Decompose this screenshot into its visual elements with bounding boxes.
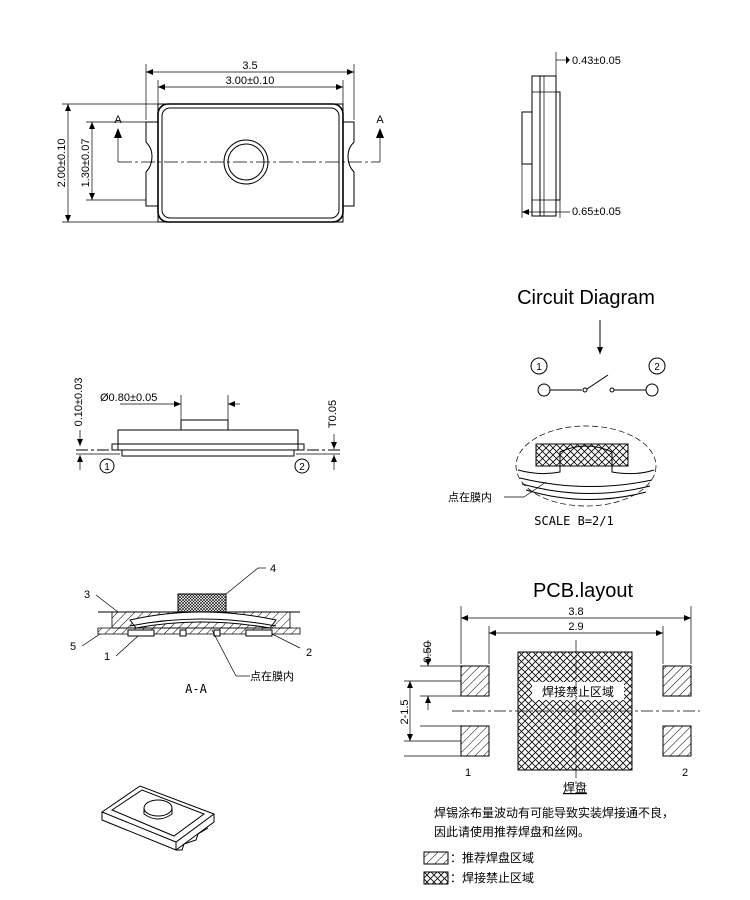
dim-top: 0.43±0.05 bbox=[572, 55, 621, 67]
section-callout-dot: 点在膜内 bbox=[250, 669, 294, 683]
section-label: A-A bbox=[185, 682, 207, 696]
section-mark-right: A bbox=[376, 114, 384, 126]
section-mark-left: A bbox=[114, 114, 122, 126]
pcb-dim-outer: 3.8 bbox=[568, 606, 583, 618]
pcb-note-line2: 因此请使用推荐焊盘和丝网。 bbox=[434, 824, 590, 839]
pcb-pin1: 1 bbox=[465, 767, 471, 779]
front-view: Ø0.80±0.05 0.10±0.03 T0.05 1 2 bbox=[73, 378, 340, 474]
pcb-dim-pitch: 2-1.5 bbox=[399, 699, 411, 724]
side-view: 0.43±0.05 0.65±0.05 bbox=[521, 52, 621, 218]
dim-lead: 0.10±0.03 bbox=[73, 378, 85, 427]
circuit-diagram: Circuit Diagram 1 2 点在膜内 SCALE B=2/1 bbox=[448, 287, 666, 528]
legend-keepout: ：焊接禁止区域 bbox=[450, 870, 534, 885]
callout-3: 3 bbox=[84, 589, 90, 601]
dim-total-width: 3.5 bbox=[242, 60, 257, 72]
pcb-layout: PCB.layout 3.8 2.9 焊接禁止区域 0.50 2-1.5 bbox=[399, 580, 700, 885]
dim-inner-height: 1.30±0.07 bbox=[80, 139, 92, 188]
circuit-pin2: 2 bbox=[654, 362, 660, 373]
dim-thickness: T0.05 bbox=[327, 400, 339, 428]
iso-view bbox=[100, 785, 216, 851]
section-view: 3 4 5 1 2 点在膜内 A-A bbox=[70, 563, 312, 696]
legend-pad: ：推荐焊盘区域 bbox=[450, 850, 534, 865]
callout-2: 2 bbox=[306, 647, 312, 659]
pcb-title: PCB.layout bbox=[533, 580, 633, 602]
dim-body-width: 3.00±0.10 bbox=[226, 75, 275, 87]
pcb-keepout-label: 焊接禁止区域 bbox=[542, 684, 614, 699]
callout-4: 4 bbox=[270, 563, 276, 575]
dim-total-height: 2.00±0.10 bbox=[56, 139, 68, 188]
circuit-scale: SCALE B=2/1 bbox=[534, 514, 613, 528]
pcb-pin2: 2 bbox=[682, 767, 688, 779]
dim-bottom: 0.65±0.05 bbox=[572, 206, 621, 218]
front-pin1: 1 bbox=[104, 462, 110, 473]
pcb-dim-pad: 0.50 bbox=[422, 641, 434, 662]
circuit-title: Circuit Diagram bbox=[517, 287, 655, 309]
pcb-note-line1: 焊锡涂布量波动有可能导致实装焊接通不良， bbox=[434, 805, 674, 820]
callout-5: 5 bbox=[70, 641, 76, 653]
circuit-pin1: 1 bbox=[536, 362, 542, 373]
dim-actuator: Ø0.80±0.05 bbox=[100, 392, 157, 404]
pcb-pad-label: 焊盘 bbox=[563, 780, 587, 795]
top-view: 3.5 3.00±0.10 A A 2.00±0.10 1.30±0.07 bbox=[56, 60, 384, 223]
pcb-dim-inner: 2.9 bbox=[568, 621, 583, 633]
circuit-callout: 点在膜内 bbox=[448, 490, 492, 504]
front-pin2: 2 bbox=[299, 462, 305, 473]
callout-1: 1 bbox=[104, 651, 110, 663]
